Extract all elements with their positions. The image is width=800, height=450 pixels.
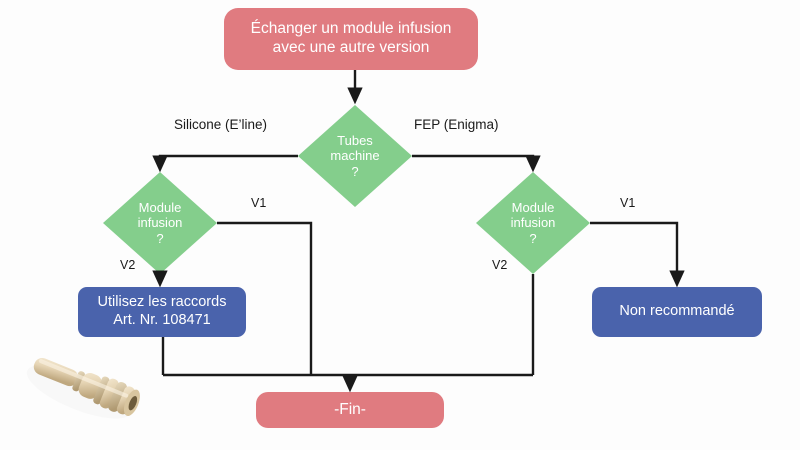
edge-label-silicone: Silicone (E’line): [174, 117, 268, 132]
edge-label-left-v2: V2: [120, 258, 136, 272]
node-utilisez-raccords: [78, 287, 246, 337]
node-start: [224, 8, 478, 70]
edge-right-v1-to-non-recommande: [590, 221, 685, 288]
edge-left-v1-to-bus: [217, 221, 313, 375]
edge-label-right-v1: V1: [620, 196, 636, 210]
edge-silicone-branch: [152, 154, 298, 173]
node-fin: [256, 392, 444, 428]
node-module-infusion-left: [103, 172, 217, 274]
edge-label-left-v1: V1: [251, 196, 267, 210]
edge-fep-branch: [412, 154, 541, 173]
node-non-recommande: [592, 287, 762, 337]
node-tubes-machine: [298, 105, 412, 207]
hose-connector-render: [26, 357, 140, 419]
edge-label-right-v2: V2: [492, 258, 508, 272]
edge-label-fep: FEP (Enigma): [414, 117, 499, 132]
node-module-infusion-right: [476, 172, 590, 274]
